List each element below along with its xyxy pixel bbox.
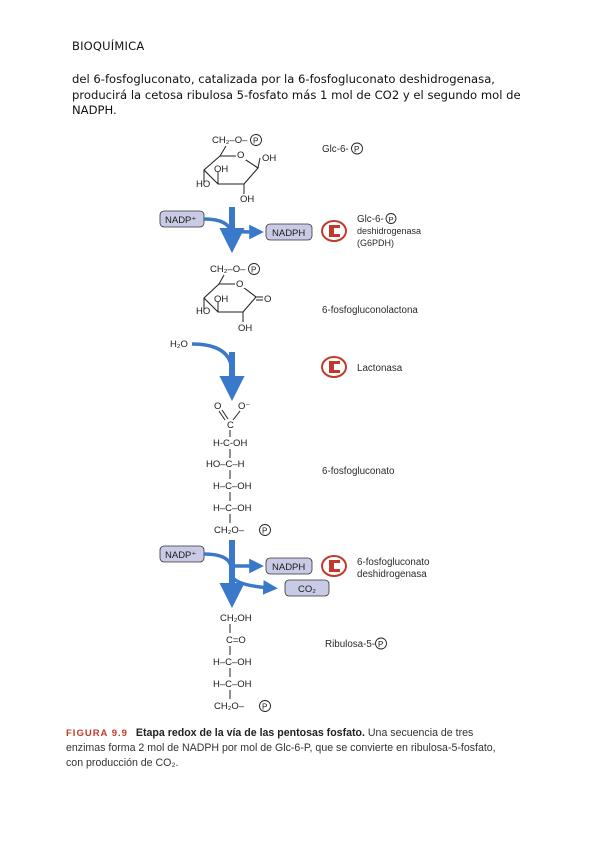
- phosphate-circle-icon: [259, 700, 271, 712]
- nadph-box-1: [265, 223, 313, 241]
- phosphate-p: P: [253, 137, 258, 146]
- enzyme-label-6pgdh: deshidrogenasa: [357, 569, 427, 580]
- label-glc6p: Glc-6-: [322, 144, 349, 155]
- enzyme-icon: [321, 555, 347, 577]
- chain-row: H–C–OH: [213, 657, 252, 668]
- ho-group: HO: [196, 306, 210, 317]
- carboxyl-oxygen: O: [214, 401, 221, 412]
- chain-row: H–C–OH: [213, 481, 252, 492]
- caption-line: con producción de CO₂.: [66, 757, 179, 769]
- enzyme-label-g6pdh: deshidrogenasa: [357, 226, 421, 236]
- label-lactone: 6-fosfogluconolactona: [322, 305, 418, 316]
- enzyme-label-6pgdh: 6-fosfogluconato: [357, 557, 430, 568]
- carboxyl-carbon: C: [227, 420, 234, 431]
- co2-box: [284, 579, 330, 597]
- paragraph-line: NADPH.: [72, 103, 117, 117]
- ch2op-group: CH₂–O–: [210, 264, 246, 275]
- oh-group: OH: [214, 294, 228, 305]
- phosphogluconate-structure: O O⁻ C H-C-OH HO–C–H H–C–OH H–C–OH CH₂O–…: [206, 401, 271, 536]
- chain-row: CH₂OH: [220, 613, 252, 624]
- figure-caption: FIGURA 9.9 Etapa redox de la vía de las p…: [66, 726, 546, 771]
- ring-oxygen: O: [237, 150, 244, 161]
- phosphate-p: P: [378, 640, 383, 649]
- oh-group: OH: [214, 164, 228, 175]
- phosphate-p: P: [251, 266, 256, 275]
- ring-oxygen: O: [236, 279, 243, 290]
- enzyme-label-g6pdh: Glc-6-: [357, 214, 384, 225]
- phosphate-circle-icon: [250, 134, 262, 146]
- chain-row: HO–C–H: [206, 459, 245, 470]
- ribulose-5-phosphate-structure: CH₂OH C=O H–C–OH H–C–OH CH₂O– P: [213, 613, 271, 712]
- enzyme-icon: [321, 356, 347, 378]
- chain-row: CH₂O–: [214, 525, 245, 536]
- chain-row: H-C-OH: [213, 438, 247, 449]
- nadp-label: NADP⁺: [165, 550, 196, 561]
- phosphate-p: P: [354, 145, 359, 154]
- oh-group: OH: [240, 194, 254, 205]
- phosphate-p: P: [389, 215, 394, 224]
- water-label: H₂O: [170, 339, 188, 350]
- chain-row: C=O: [226, 635, 246, 646]
- phosphate-p: P: [262, 703, 267, 712]
- nadph-box-2: [265, 557, 313, 575]
- caption-line: enzimas forma 2 mol de NADPH por mol de …: [66, 742, 496, 754]
- glucose-6-phosphate-structure: CH₂–O– P O OH OH HO OH: [196, 134, 276, 205]
- ho-group: HO: [196, 179, 210, 190]
- caption-line: FIGURA 9.9 Etapa redox de la vía de las p…: [66, 726, 546, 741]
- ch2op-group: CH₂–O–: [212, 135, 248, 146]
- co2-label: CO₂: [298, 584, 316, 595]
- figure-number: FIGURA 9.9: [66, 728, 128, 739]
- chain-row: CH₂O–: [214, 701, 245, 712]
- label-gluconato: 6-fosfogluconato: [322, 466, 395, 477]
- label-ribulosa: Ribulosa-5-: [325, 639, 375, 650]
- phosphate-circle-icon: [375, 637, 387, 650]
- paragraph-line: producirá la cetosa ribulosa 5-fosfato m…: [72, 87, 521, 102]
- phosphate-circle-icon: [385, 213, 397, 224]
- carboxyl-oxygen: O⁻: [238, 401, 250, 412]
- chain-row: H–C–OH: [213, 679, 252, 690]
- enzyme-label-g6pdh: (G6PDH): [357, 238, 394, 248]
- phosphate-p: P: [262, 527, 267, 536]
- caption-text: Una secuencia de tres: [364, 727, 474, 739]
- oh-group: OH: [238, 323, 252, 334]
- phosphate-circle-icon: [259, 524, 271, 536]
- carbonyl-oxygen: O: [264, 294, 271, 305]
- chain-row: H–C–OH: [213, 503, 252, 514]
- enzyme-label-lactonasa: Lactonasa: [357, 363, 403, 374]
- gluconolactone-structure: CH₂–O– P O O OH HO OH: [196, 263, 271, 334]
- body-paragraph: del 6-fosfogluconato, catalizada por la …: [72, 72, 532, 119]
- oh-group: OH: [262, 153, 276, 164]
- nadph-label: NADPH: [272, 562, 305, 573]
- caption-title: Etapa redox de la vía de las pentosas fo…: [135, 727, 365, 739]
- nadp-label: NADP⁺: [165, 215, 196, 226]
- enzyme-icon: [321, 220, 347, 242]
- nadph-label: NADPH: [272, 228, 305, 239]
- phosphate-circle-icon: [351, 142, 363, 155]
- phosphate-circle-icon: [248, 263, 260, 275]
- running-header: BIOQUÍMICA: [72, 39, 145, 53]
- paragraph-line: del 6-fosfogluconato, catalizada por la …: [72, 72, 495, 86]
